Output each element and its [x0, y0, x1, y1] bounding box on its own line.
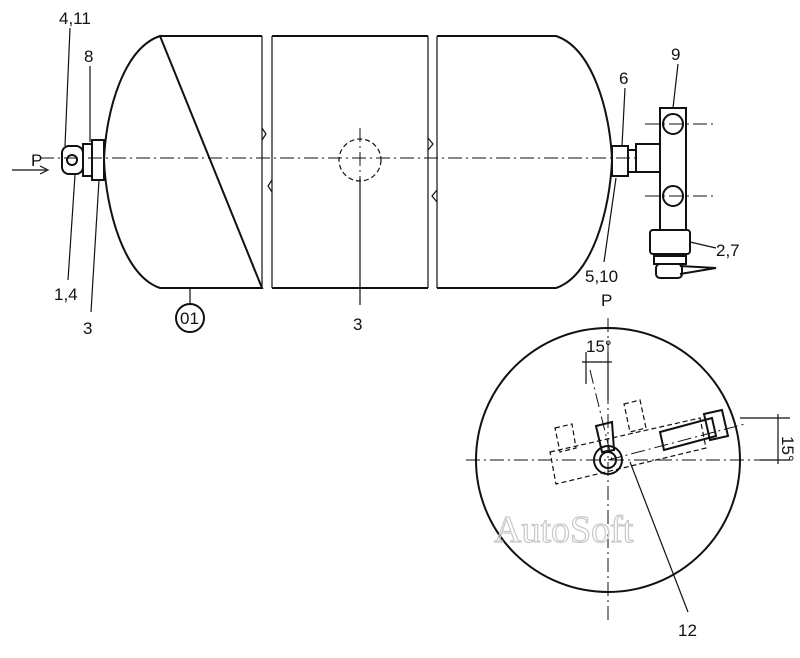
label-p-view: P: [601, 291, 612, 310]
label-15-top: 15°: [586, 337, 612, 356]
leader-9: [672, 63, 679, 109]
drain-valve-cap: [655, 263, 683, 279]
watermark-text: AutoSoft: [494, 509, 634, 551]
right-fitting-stub: [635, 143, 661, 173]
left-fitting: [12, 27, 105, 313]
label-15-right: 15°: [778, 436, 797, 462]
label-01: 01: [180, 309, 199, 328]
dashed-manifold: [549, 417, 707, 485]
end-fitting-stem: [594, 420, 616, 454]
end-drain-body: [658, 416, 718, 452]
drain-valve-lever: [679, 265, 717, 275]
label-3-center: 3: [353, 315, 362, 334]
left-fitting-valve: [61, 145, 84, 175]
dashed-port-right: [623, 399, 647, 433]
label-2-7: 2,7: [716, 241, 740, 260]
right-fitting-washer: [627, 149, 637, 173]
left-fitting-washer: [82, 143, 93, 177]
right-fitting: [603, 63, 717, 279]
end-drain-nut: [702, 408, 730, 442]
leader-3-left: [90, 179, 100, 313]
leader-2-7: [689, 241, 717, 249]
label-8: 8: [84, 47, 93, 66]
label-6: 6: [619, 69, 628, 88]
left-fitting-bore: [66, 154, 78, 166]
drain-valve-washer: [653, 255, 687, 265]
drain-valve-nut: [649, 229, 691, 255]
leader-4-11: [64, 27, 71, 147]
end-view: [466, 318, 790, 620]
dashed-port-left: [554, 423, 577, 453]
end-fitting-boss: [593, 445, 623, 475]
tank-outline: [102, 34, 614, 289]
part-labels: 4,11 8 P 1,4 3 01 3 6 9 2,7 5,10 P 15° 1…: [31, 9, 797, 640]
label-12: 12: [678, 621, 697, 640]
inlet-arrow-head: [39, 165, 50, 175]
label-4-11: 4,11: [59, 9, 91, 28]
break-mark-left: [261, 127, 273, 193]
label-5-10: 5,10: [585, 267, 618, 286]
tank-side-view: [40, 34, 640, 305]
label-p-inlet: P: [31, 151, 42, 170]
leader-5-10: [603, 177, 617, 263]
leader-6: [621, 87, 626, 147]
leader-1-4: [67, 174, 76, 281]
label-1-4: 1,4: [54, 285, 78, 304]
break-mark-right: [427, 137, 438, 203]
label-9: 9: [671, 45, 680, 64]
rotated-axis-right-15: [607, 423, 746, 461]
right-fitting-nut: [611, 145, 629, 177]
label-3-left: 3: [83, 319, 92, 338]
leader-12: [629, 461, 689, 613]
left-fitting-nut: [91, 139, 105, 181]
rotated-axis-15: [589, 369, 613, 461]
